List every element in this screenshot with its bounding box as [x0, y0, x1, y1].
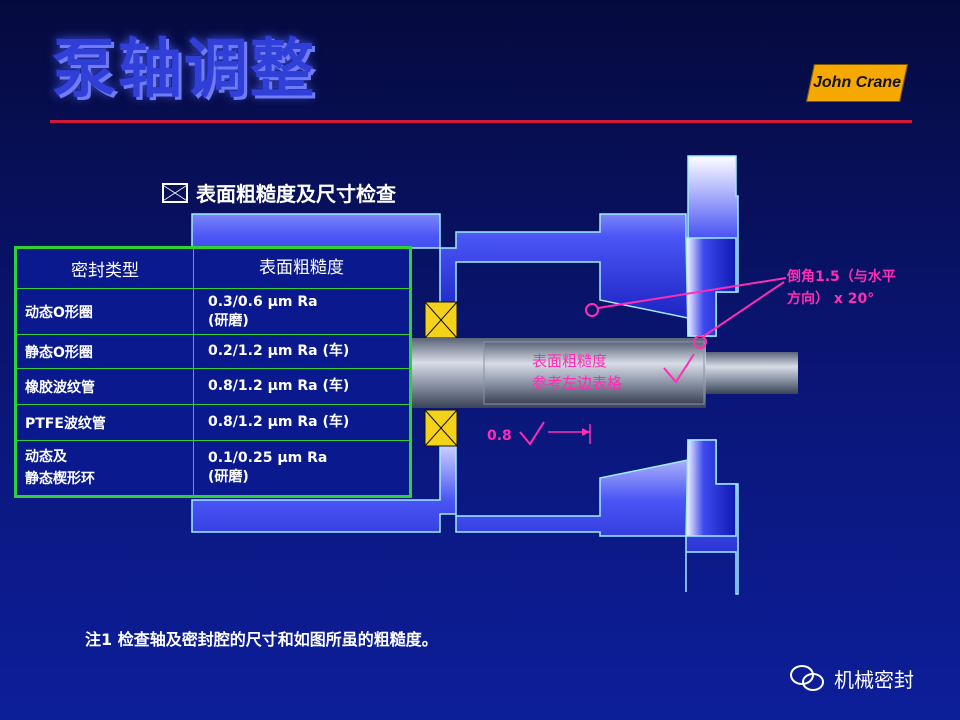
gland-flange-top [685, 237, 737, 337]
chamfer-marker-1 [585, 303, 599, 317]
table-header-seal-type: 密封类型 [17, 249, 194, 288]
table-row: 动态O形圈 0.3/0.6 µm Ra (研磨) [17, 289, 409, 335]
table-cell-roughness: 0.3/0.6 µm Ra (研磨) [208, 293, 318, 329]
surface-roughness-label: 表面粗糙度 参考左边表格 [532, 352, 623, 392]
table-cell-roughness: 0.8/1.2 µm Ra (车) [208, 378, 350, 394]
subtitle-text: 表面粗糙度及尺寸检查 [196, 182, 396, 206]
gland-flange-bottom [685, 439, 737, 537]
chamfer-leader-1 [597, 277, 787, 309]
table-row: 静态O形圈 0.2/1.2 µm Ra (车) [17, 335, 409, 369]
page-title: 泵轴调整 [52, 32, 316, 107]
roughness-table: 密封类型 表面粗糙度 动态O形圈 0.3/0.6 µm Ra (研磨) 静态O形… [14, 246, 412, 498]
table-row: PTFE波纹管 0.8/1.2 µm Ra (车) [17, 405, 409, 441]
table-cell-seal-type: 静态O形圈 [17, 335, 194, 368]
brand-name: 机械密封 [834, 667, 914, 692]
table-cell-roughness: 0.2/1.2 µm Ra (车) [208, 343, 350, 359]
housing-upper [191, 155, 739, 337]
roughness-check-bore [519, 421, 545, 446]
table-header-row: 密封类型 表面粗糙度 [17, 249, 409, 289]
table-cell-roughness: 0.1/0.25 µm Ra (研磨) [208, 450, 328, 485]
table-row: 橡胶波纹管 0.8/1.2 µm Ra (车) [17, 369, 409, 405]
chamfer-note: 倒角1.5（与水平 方向） x 20° [787, 269, 896, 307]
table-cell-roughness: 0.8/1.2 µm Ra (车) [208, 414, 350, 430]
chamfer-marker-2 [693, 335, 707, 349]
roughness-check-shaft [663, 353, 695, 384]
housing-lower [191, 423, 739, 595]
section-subtitle: 表面粗糙度及尺寸检查 [162, 178, 396, 207]
table-row: 动态及 静态楔形环 0.1/0.25 µm Ra (研磨) [17, 441, 409, 495]
wechat-icon [790, 663, 826, 693]
envelope-icon [162, 182, 188, 203]
shaft-end [706, 352, 798, 394]
table-cell-seal-type: PTFE波纹管 [17, 405, 194, 440]
table-cell-seal-type: 橡胶波纹管 [17, 369, 194, 404]
table-header-roughness: 表面粗糙度 [259, 258, 344, 278]
brand-watermark: 机械密封 [790, 663, 914, 693]
table-cell-seal-type: 动态O形圈 [17, 289, 194, 334]
roughness-value-label: 0.8 [487, 428, 512, 444]
chamfer-leader-2 [703, 281, 785, 337]
footnote: 注1 检查轴及密封腔的尺寸和如图所虽的粗糙度。 [85, 630, 438, 649]
table-cell-seal-type: 动态及 静态楔形环 [17, 441, 194, 495]
title-divider [50, 120, 912, 123]
